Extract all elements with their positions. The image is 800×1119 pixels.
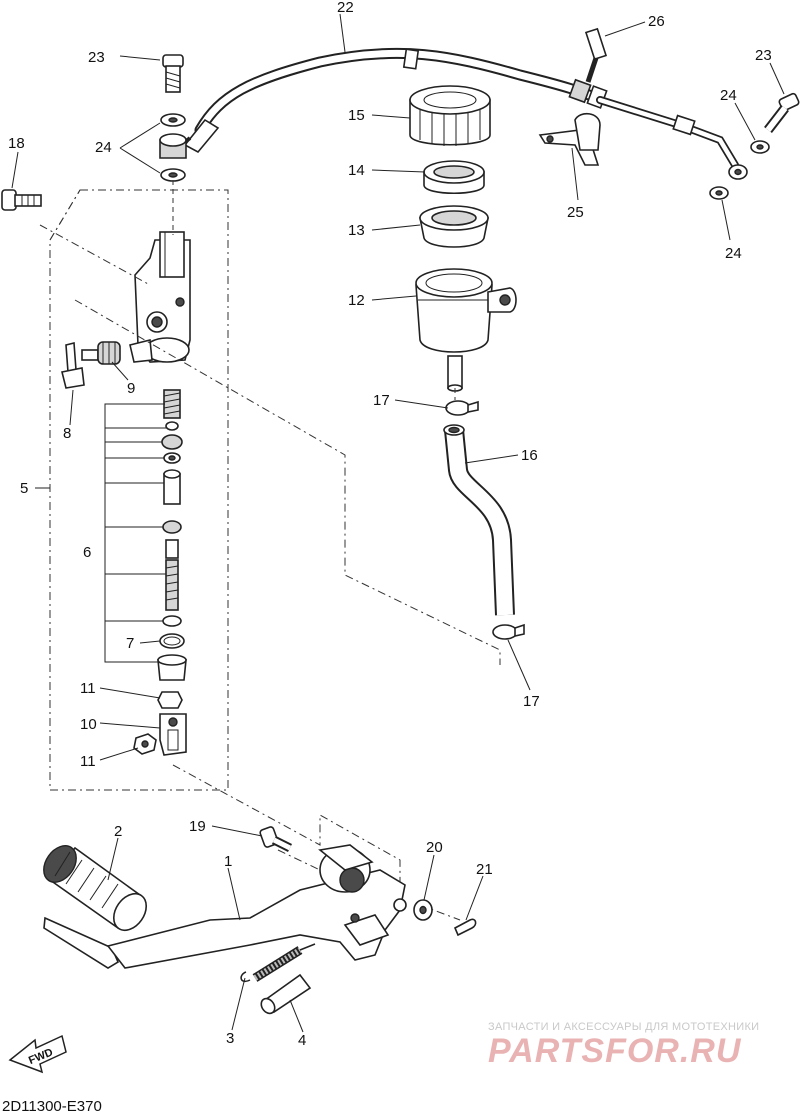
pivot-bolt xyxy=(259,826,293,853)
label-11-lower: 11 xyxy=(80,753,96,770)
return-spring xyxy=(240,943,316,983)
label-11-upper: 11 xyxy=(80,680,96,697)
piston-kit xyxy=(157,389,187,681)
hose-joint xyxy=(81,341,121,365)
watermark-brand: PARTSFOR.RU xyxy=(488,1032,742,1070)
reservoir-diaphragm xyxy=(419,205,489,248)
label-9: 9 xyxy=(127,380,135,397)
pedal-washer xyxy=(413,899,433,921)
hose-guide-bracket xyxy=(538,27,608,166)
union-bolt-left xyxy=(159,54,187,182)
label-2: 2 xyxy=(114,823,122,840)
mounting-bolt xyxy=(1,189,42,211)
label-24-right-bottom: 24 xyxy=(725,245,742,262)
locknut-lower xyxy=(133,733,157,755)
watermark: ЗАПЧАСТИ И АКСЕССУАРЫ ДЛЯ МОТОТЕХНИКИ PA… xyxy=(488,1021,759,1070)
watermark-caption: ЗАПЧАСТИ И АКСЕССУАРЫ ДЛЯ МОТОТЕХНИКИ xyxy=(488,1021,759,1033)
forward-arrow-icon: FWD xyxy=(8,1034,67,1074)
hose-clip-upper xyxy=(445,400,479,416)
label-12: 12 xyxy=(348,292,365,309)
label-6: 6 xyxy=(83,544,91,561)
reservoir-tank xyxy=(415,268,517,392)
label-26: 26 xyxy=(648,13,665,30)
brake-hose xyxy=(173,47,748,180)
reservoir-cap xyxy=(409,85,491,146)
clevis xyxy=(159,713,187,756)
diagram-code: 2D11300-E370 xyxy=(2,1098,102,1114)
cotter-pin xyxy=(453,918,477,937)
locknut-upper xyxy=(157,691,183,709)
label-10: 10 xyxy=(80,716,97,733)
union-bolt-right xyxy=(709,92,800,200)
label-24-left: 24 xyxy=(95,139,112,156)
hose-clip-lower xyxy=(492,623,525,640)
label-16: 16 xyxy=(521,447,538,464)
brake-pedal xyxy=(43,844,407,969)
label-18: 18 xyxy=(8,135,25,152)
reservoir-hose xyxy=(443,424,515,616)
spring-sleeve xyxy=(260,973,312,1015)
label-17-upper: 17 xyxy=(373,392,390,409)
label-17-lower: 17 xyxy=(523,693,540,710)
label-1: 1 xyxy=(224,853,232,870)
label-21: 21 xyxy=(476,861,493,878)
assembly-outline xyxy=(49,189,229,791)
label-13: 13 xyxy=(348,222,365,239)
label-7: 7 xyxy=(126,635,134,652)
label-5: 5 xyxy=(20,480,28,497)
label-14: 14 xyxy=(348,162,365,179)
reservoir-plate xyxy=(423,160,485,195)
label-23-left: 23 xyxy=(88,49,105,66)
label-20: 20 xyxy=(426,839,443,856)
label-15: 15 xyxy=(348,107,365,124)
label-23-right: 23 xyxy=(755,47,772,64)
label-19: 19 xyxy=(189,818,206,835)
part-labels: 22 23 24 26 23 24 24 25 18 15 14 13 12 1… xyxy=(8,0,772,1049)
label-3: 3 xyxy=(226,1030,234,1047)
master-cylinder-body xyxy=(129,231,191,363)
pedal-rubber xyxy=(43,845,148,932)
label-24-right-top: 24 xyxy=(720,87,737,104)
reservoir-pipe xyxy=(61,341,85,389)
label-25: 25 xyxy=(567,204,584,221)
leader-lines xyxy=(11,13,785,1033)
label-4: 4 xyxy=(298,1032,306,1049)
label-8: 8 xyxy=(63,425,71,442)
label-22: 22 xyxy=(337,0,354,16)
